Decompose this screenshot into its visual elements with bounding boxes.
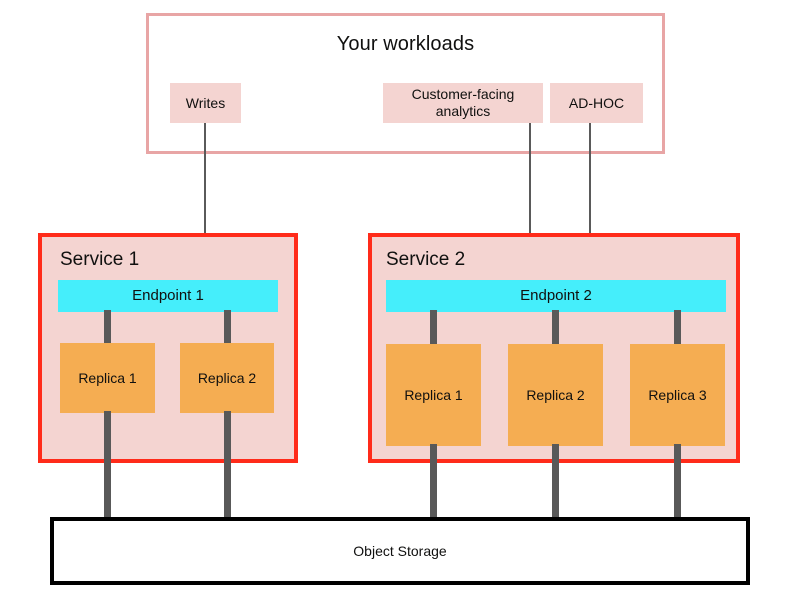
- connector-service1-replica2-storage: [224, 411, 231, 521]
- service-1-replica-2-label: Replica 2: [197, 369, 257, 386]
- connector-service2-replica2-storage: [552, 444, 559, 521]
- workload-box-writes[interactable]: Writes: [170, 83, 241, 123]
- service-1-replica-2[interactable]: Replica 2: [180, 343, 274, 413]
- connector-endpoint2-replica3: [674, 310, 681, 346]
- workload-label-writes: Writes: [185, 94, 226, 111]
- connector-endpoint2-replica2: [552, 310, 559, 346]
- service-1-label: Service 1: [60, 249, 140, 270]
- connector-endpoint1-replica2: [224, 310, 231, 345]
- service-2-replica-1[interactable]: Replica 1: [386, 344, 481, 446]
- workloads-title: Your workloads: [336, 33, 475, 55]
- service-2-replica-2[interactable]: Replica 2: [508, 344, 603, 446]
- service-1-replica-1[interactable]: Replica 1: [60, 343, 155, 413]
- object-storage-label: Object Storage: [353, 542, 447, 559]
- endpoint-2[interactable]: Endpoint 2: [386, 280, 726, 312]
- service-2-replica-3[interactable]: Replica 3: [630, 344, 725, 446]
- service-2-replica-3-label: Replica 3: [648, 386, 707, 403]
- object-storage-box[interactable]: Object Storage: [50, 517, 750, 585]
- connector-endpoint2-replica1: [430, 310, 437, 346]
- connector-service2-replica3-storage: [674, 444, 681, 521]
- endpoint-2-label: Endpoint 2: [520, 287, 592, 304]
- workload-label-customer-facing-analytics: Customer-facing analytics: [411, 86, 515, 119]
- service-2-label: Service 2: [386, 249, 466, 270]
- workload-box-ad-hoc[interactable]: AD-HOC: [550, 83, 643, 123]
- endpoint-1-label: Endpoint 1: [132, 287, 204, 304]
- connector-endpoint1-replica1: [104, 310, 111, 345]
- service-1-replica-1-label: Replica 1: [78, 369, 137, 386]
- workload-label-ad-hoc: AD-HOC: [568, 94, 625, 111]
- arrow-writes-to-endpoint1-line: [204, 123, 206, 259]
- service-2-replica-1-label: Replica 1: [404, 386, 463, 403]
- connector-service1-replica1-storage: [104, 411, 111, 521]
- arrow-analytics-to-endpoint2-line: [529, 123, 531, 270]
- endpoint-1[interactable]: Endpoint 1: [58, 280, 278, 312]
- service-2-replica-2-label: Replica 2: [526, 386, 585, 403]
- workload-box-customer-facing-analytics[interactable]: Customer-facing analytics: [383, 83, 543, 123]
- arrow-adhoc-to-endpoint2-line: [589, 123, 591, 270]
- connector-service2-replica1-storage: [430, 444, 437, 521]
